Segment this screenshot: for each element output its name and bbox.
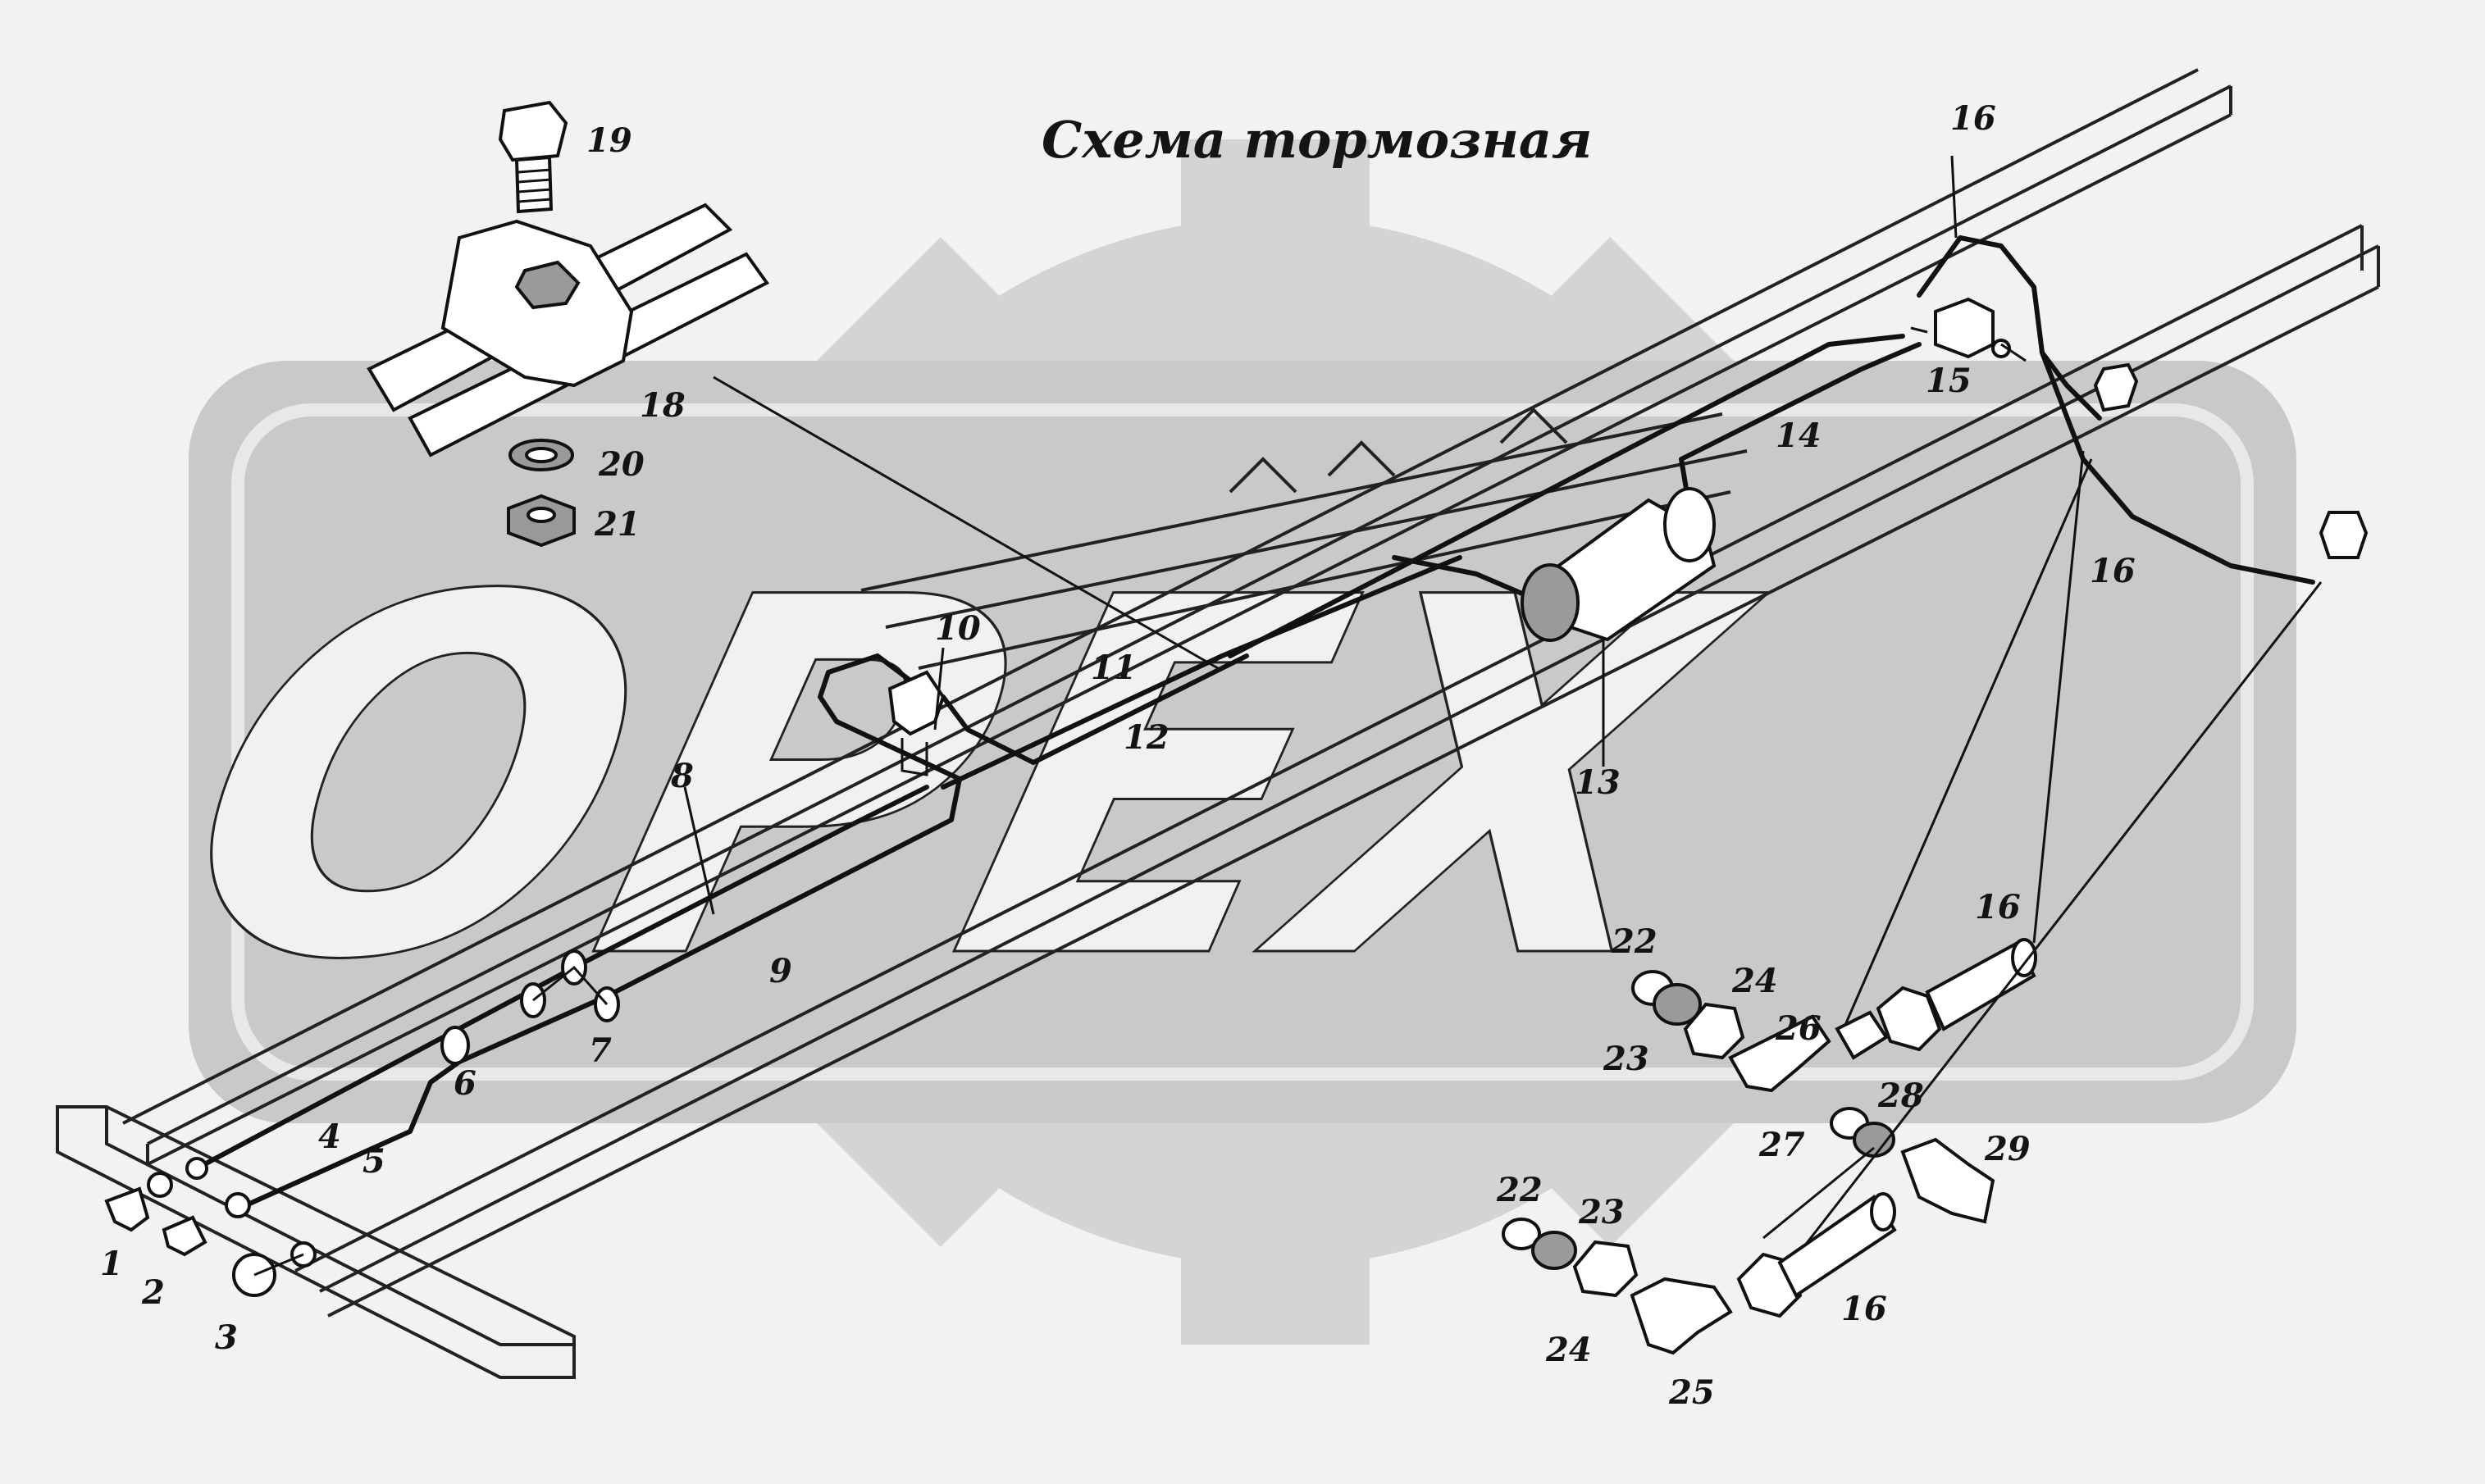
callout-18: 18 <box>640 386 686 425</box>
callout-23-upper: 23 <box>1603 1040 1649 1078</box>
valve-29 <box>1900 1137 1995 1224</box>
brake-line-upper <box>1228 334 1905 658</box>
watermark-band-inner <box>231 403 2254 1081</box>
valve-15 <box>1910 297 2027 362</box>
coupling-nut-2 <box>225 1192 251 1218</box>
brake-line-12 <box>941 653 1249 765</box>
coupling-nut-1 <box>147 1172 173 1198</box>
valve-15-body <box>1934 297 1995 359</box>
washer-20-hole <box>525 447 558 463</box>
callout-26: 26 <box>1775 1009 1822 1048</box>
brake-line-main <box>941 555 1462 790</box>
callout-19: 19 <box>586 121 632 160</box>
connector-head-right <box>2319 511 2369 559</box>
brake-chamber-face <box>1521 563 1580 642</box>
nut-16-right <box>1876 986 1942 1052</box>
watermark-band <box>189 361 2296 1123</box>
washer-23-lower <box>1531 1231 1577 1270</box>
diagram-title: Схема тормозная <box>1042 110 1592 170</box>
callout-16-top: 16 <box>1950 99 1996 138</box>
callouts: 1 2 3 4 5 6 7 8 9 10 11 12 13 14 15 16 1… <box>100 99 2136 1412</box>
connector-head-upper <box>2093 362 2139 412</box>
fittings-6-7 <box>440 949 620 1065</box>
leader-lines <box>683 155 2323 1247</box>
callout-29: 29 <box>1984 1130 2031 1168</box>
nut-24-upper <box>1683 1002 1745 1060</box>
bracket-assembly <box>367 100 769 548</box>
callout-16-lower: 16 <box>1841 1290 1887 1328</box>
callout-1: 1 <box>100 1245 123 1283</box>
bolt-19-head <box>498 100 568 162</box>
callout-22-upper: 22 <box>1611 922 1657 961</box>
fitting-assembly-upper <box>1631 938 2037 1093</box>
hose-connectors <box>2093 362 2369 559</box>
callout-22-lower: 22 <box>1496 1171 1543 1209</box>
callout-15: 15 <box>1926 362 1972 400</box>
coupling-head-1 <box>104 1186 150 1232</box>
elbow-25 <box>1630 1277 1733 1355</box>
brake-chamber-13 <box>1521 487 1717 642</box>
frame-rails <box>56 68 2380 1379</box>
callout-12: 12 <box>1124 718 1170 757</box>
callout-3: 3 <box>215 1318 238 1357</box>
brake-line-to-chamber <box>1392 555 1536 601</box>
brake-chamber-end <box>1663 487 1716 562</box>
washer-23-upper <box>1653 983 1702 1026</box>
callout-23-lower: 23 <box>1578 1193 1625 1231</box>
brake-line-16-return <box>2040 350 2102 421</box>
brake-line-9 <box>244 653 962 1208</box>
coupling-head-2 <box>162 1215 207 1257</box>
callout-5: 5 <box>362 1142 385 1181</box>
callout-21: 21 <box>594 505 641 544</box>
bracket-hex <box>514 260 581 310</box>
callout-16-right: 16 <box>2090 552 2136 590</box>
callout-10: 10 <box>935 609 981 648</box>
callout-11: 11 <box>1091 649 1137 687</box>
nut-24-lower <box>1572 1240 1639 1298</box>
callout-24-upper: 24 <box>1731 962 1778 1000</box>
ring-22-lower <box>1502 1218 1541 1250</box>
callout-2: 2 <box>141 1273 165 1312</box>
bolt-19-shank <box>514 155 554 214</box>
callout-20: 20 <box>598 445 645 484</box>
callout-27: 27 <box>1758 1126 1805 1164</box>
callout-14: 14 <box>1776 417 1822 455</box>
rear-couplings <box>104 1157 317 1297</box>
brake-line-14 <box>1679 342 1922 511</box>
callout-6: 6 <box>454 1064 476 1103</box>
callout-7: 7 <box>589 1031 612 1070</box>
callout-13: 13 <box>1575 763 1621 802</box>
nipple-26-threads <box>1835 1010 1889 1060</box>
callout-9: 9 <box>769 952 792 990</box>
callout-16-fitting: 16 <box>1975 888 2021 926</box>
callout-24-lower: 24 <box>1545 1331 1592 1369</box>
callout-25: 25 <box>1668 1373 1715 1412</box>
fitting-assembly-lower <box>1502 1107 1995 1355</box>
callout-8: 8 <box>670 757 694 795</box>
fitting-6 <box>440 1026 470 1065</box>
tube-16-lower <box>1777 1195 1897 1298</box>
tube-16-right <box>1925 940 2036 1031</box>
coupling-nut-1b <box>185 1157 208 1180</box>
callout-4: 4 <box>318 1118 341 1156</box>
callout-28: 28 <box>1877 1077 1924 1115</box>
elbow-26 <box>1728 1014 1831 1093</box>
